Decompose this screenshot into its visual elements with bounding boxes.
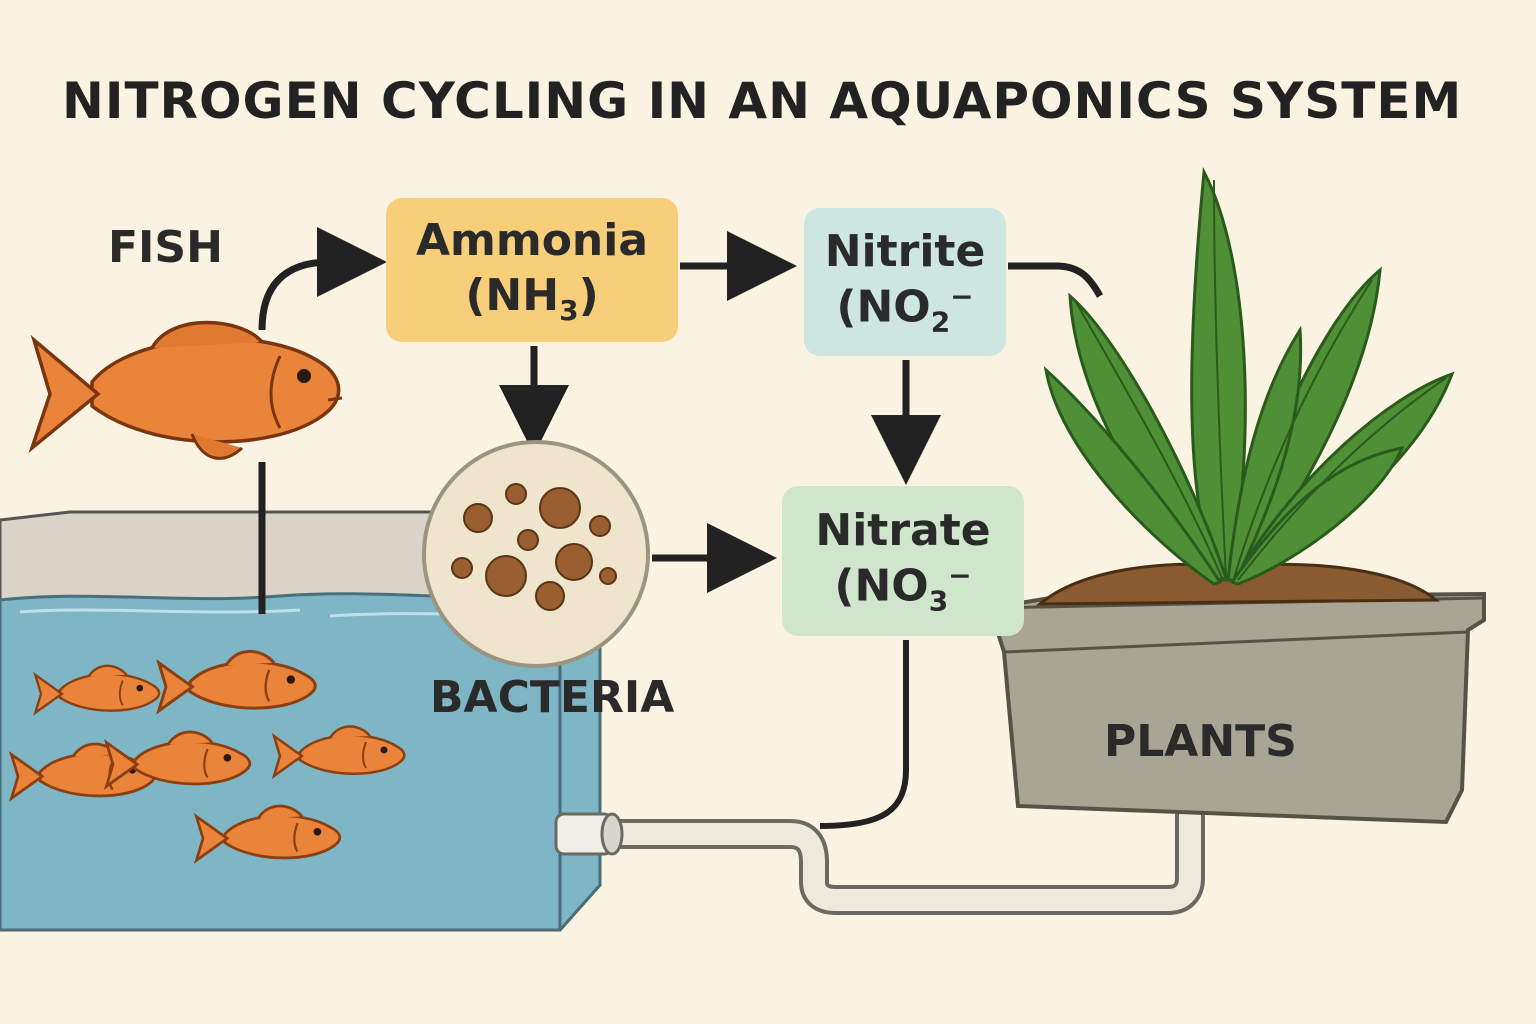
nitrite-name: Nitrite <box>824 226 986 278</box>
ammonia-formula-close: ) <box>578 269 599 321</box>
bacteria-label: BACTERIA <box>430 672 675 723</box>
plant-icon <box>987 166 1486 825</box>
ammonia-formula-sub: 3 <box>559 293 579 327</box>
nitrite-formula: (NO2− <box>836 279 973 339</box>
plants-label: PLANTS <box>1104 716 1297 767</box>
nitrate-formula: (NO3− <box>834 558 971 618</box>
fish-icon <box>28 320 343 460</box>
nitrate-formula-sub: 3 <box>928 584 949 618</box>
ammonia-formula-open: (NH <box>465 269 560 321</box>
nitrite-formula-open: (NO <box>836 281 931 333</box>
nitrite-box: Nitrite (NO2− <box>804 208 1006 356</box>
fish-label: FISH <box>108 222 223 273</box>
bacteria-icon <box>422 440 650 668</box>
nitrate-box: Nitrate (NO3− <box>782 486 1024 636</box>
ammonia-box: Ammonia (NH3) <box>386 198 678 342</box>
nitrate-name: Nitrate <box>815 505 991 557</box>
pipe-icon <box>554 812 1205 915</box>
nitrate-formula-sup: − <box>948 559 972 593</box>
diagram-title: NITROGEN CYCLING IN AN AQUAPONICS SYSTEM <box>62 72 1463 130</box>
nitrite-formula-sub: 2 <box>930 305 951 339</box>
nitrite-formula-sup: − <box>950 280 974 314</box>
nitrate-formula-open: (NO <box>834 560 929 612</box>
ammonia-name: Ammonia <box>415 214 649 266</box>
ammonia-formula: (NH3) <box>465 268 598 328</box>
